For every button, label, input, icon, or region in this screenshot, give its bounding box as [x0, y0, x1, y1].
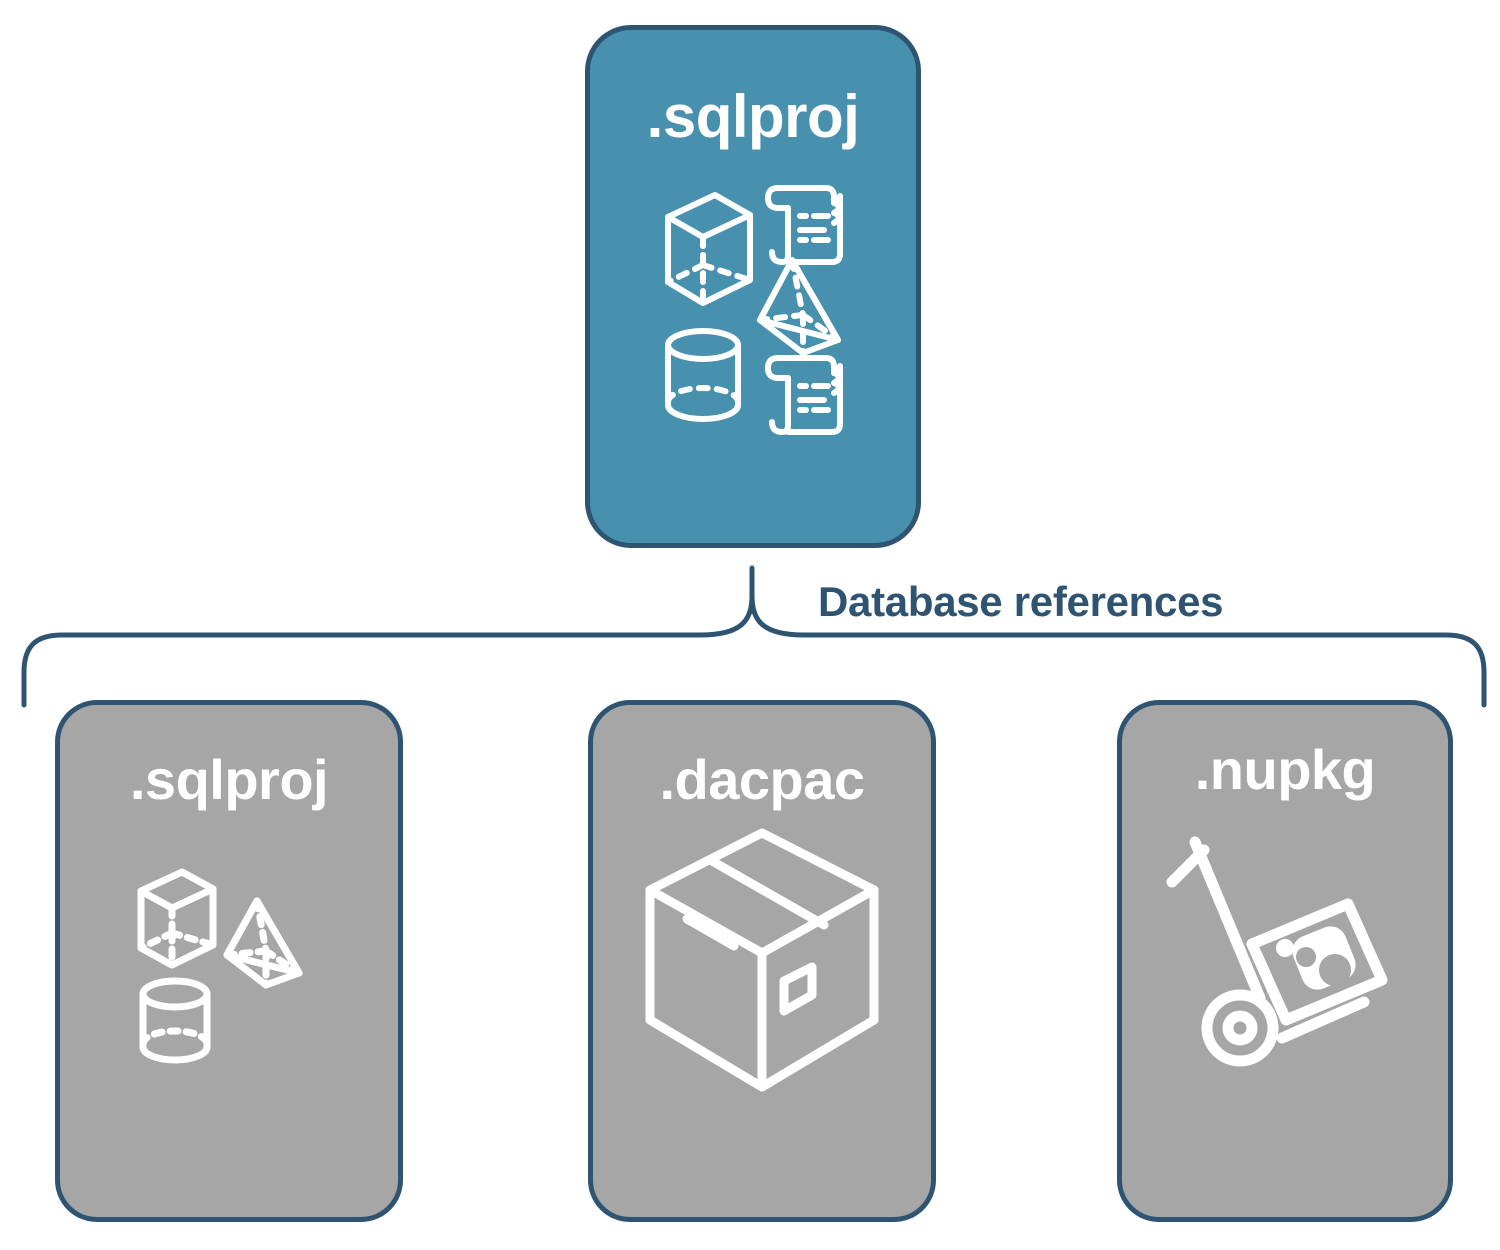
nuget-hand-truck-icon: [1166, 836, 1388, 1067]
nuget-blocks-holes: [1296, 947, 1351, 986]
node-ref-sqlproj-icon-group: [60, 855, 398, 1065]
node-ref-dacpac[interactable]: .dacpac: [588, 700, 936, 1222]
node-ref-nupkg-label: .nupkg: [1194, 738, 1376, 801]
node-ref-sqlproj-label: .sqlproj: [129, 748, 329, 811]
node-ref-nupkg-icon-group: [1122, 830, 1448, 1080]
node-root-icon-group: [590, 170, 916, 440]
scroll-icon-top: [765, 185, 843, 265]
node-root-sqlproj[interactable]: .sqlproj: [585, 25, 921, 548]
node-ref-dacpac-icon-group: [593, 815, 931, 1105]
connector-bracket: [0, 540, 1500, 760]
cube-icon: [665, 192, 753, 306]
package-box-icon: [645, 828, 879, 1092]
cylinder-icon: [665, 328, 741, 422]
cube-icon: [137, 868, 217, 969]
node-ref-dacpac-label: .dacpac: [659, 748, 865, 811]
node-root-label: .sqlproj: [646, 83, 860, 150]
pyramid-icon: [223, 897, 303, 989]
scroll-icon-bottom: [765, 355, 843, 435]
connector-label: Database references: [818, 578, 1224, 625]
cylinder-icon: [139, 977, 211, 1064]
node-ref-sqlproj[interactable]: .sqlproj: [55, 700, 403, 1222]
pyramid-icon: [757, 257, 841, 356]
node-ref-nupkg[interactable]: .nupkg: [1117, 700, 1453, 1222]
